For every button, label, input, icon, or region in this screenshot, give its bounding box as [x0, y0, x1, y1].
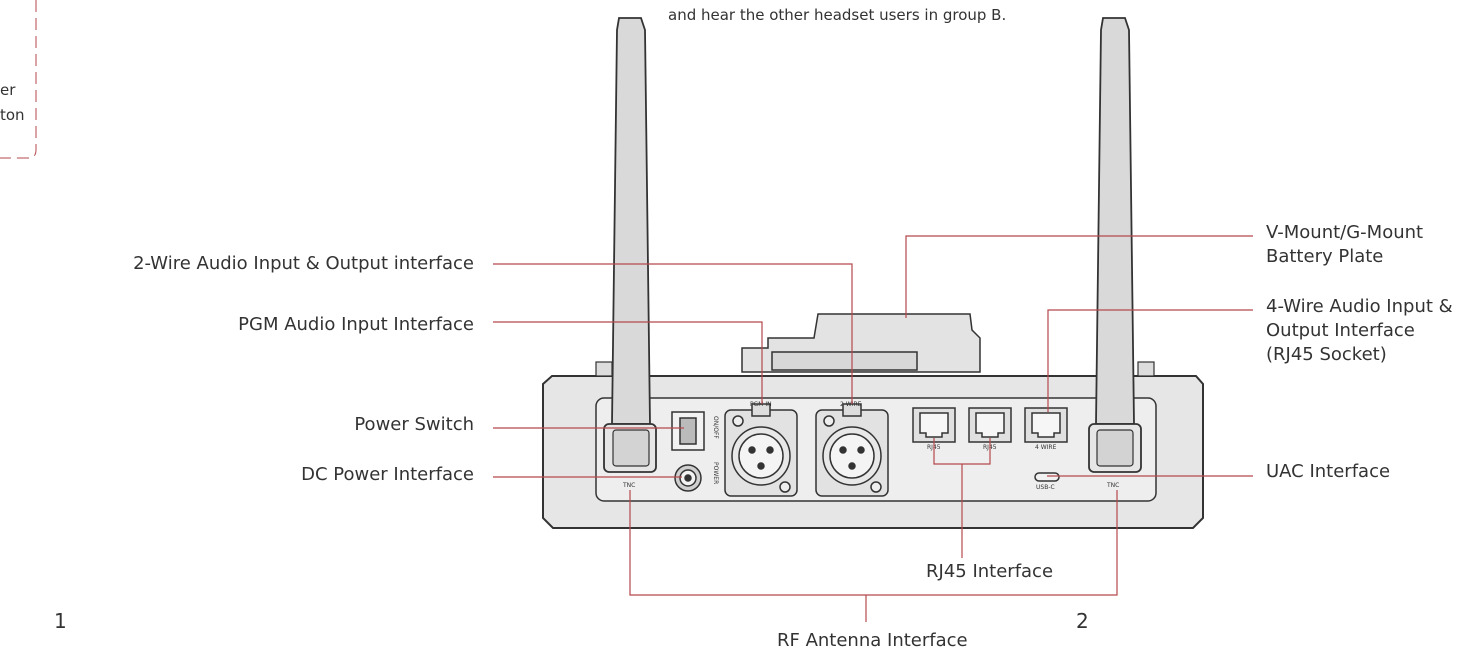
left-antenna: [603, 17, 657, 473]
device-label-four-wire: 4 WIRE: [1035, 444, 1057, 451]
rj45-socket-b: [968, 407, 1012, 443]
callout-rf-antenna: RF Antenna Interface: [777, 630, 968, 651]
device-label-two-wire: 2-WIRE: [840, 401, 862, 408]
four-wire-socket: [1024, 407, 1068, 443]
leader-lines: [493, 235, 1253, 622]
device-label-tnc-left: TNC: [622, 482, 635, 489]
usb-c-port: [1034, 472, 1060, 482]
callout-battery-plate-line1: V-Mount/G-Mount: [1266, 222, 1424, 243]
callout-battery-plate-line2: Battery Plate: [1266, 246, 1384, 267]
device-label-on-off: ON/OFF: [712, 416, 719, 439]
page-number-left: 1: [54, 609, 67, 633]
device-label-tnc-right: TNC: [1106, 482, 1119, 489]
device-label-power: POWER: [712, 462, 719, 484]
callout-rj45: RJ45 Interface: [926, 561, 1054, 582]
callout-power-switch: Power Switch: [354, 414, 474, 435]
right-antenna: [1088, 17, 1142, 473]
left-fragment-text-1: er: [0, 81, 16, 99]
callout-four-wire-line1: 4-Wire Audio Input &: [1266, 296, 1453, 317]
callout-pgm: PGM Audio Input Interface: [238, 314, 474, 335]
caption-line: and hear the other headset users in grou…: [668, 6, 1007, 24]
page-number-right: 2: [1076, 609, 1089, 633]
dc-power-connector: [674, 464, 702, 492]
callout-dc-power: DC Power Interface: [301, 464, 474, 485]
callout-two-wire: 2-Wire Audio Input & Output interface: [133, 253, 474, 274]
rj45-socket-a: [912, 407, 956, 443]
callout-uac: UAC Interface: [1266, 461, 1391, 482]
device-label-usb-c: USB-C: [1036, 484, 1055, 491]
battery-plate: [741, 313, 981, 373]
callout-four-wire-line3: (RJ45 Socket): [1266, 344, 1387, 365]
left-fragment-text-2: ton: [0, 106, 25, 124]
power-switch: [671, 411, 705, 451]
two-wire-xlr-connector: [815, 403, 889, 497]
pgm-xlr-connector: [724, 403, 798, 497]
device-label-pgm-in: PGM IN: [750, 401, 772, 408]
callout-four-wire-line2: Output Interface: [1266, 320, 1415, 341]
previous-figure-fragment: [0, 0, 37, 159]
